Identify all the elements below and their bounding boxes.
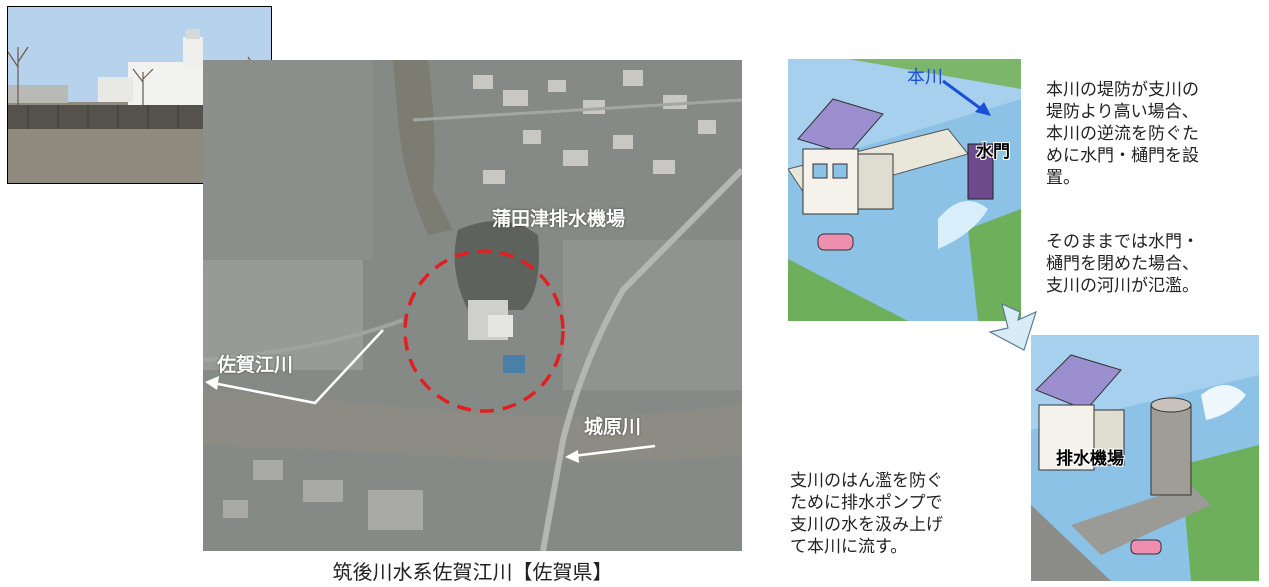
pump-explanation: 支川のはん濫を防ぐ ために排水ポンプで 支川の水を汲み上げ て本川に流す。: [790, 471, 943, 557]
label-pump-station: 蒲田津排水機場: [492, 208, 626, 230]
label-water-gate: 水門: [976, 142, 1010, 162]
gate-explanation: 本川の堤防が支川の 堤防より高い場合、 本川の逆流を防ぐた めに水門・樋門を設 …: [1046, 80, 1199, 188]
flood-explanation: そのままでは水門・ 樋門を閉めた場合、 支川の河川が氾濫。: [1046, 232, 1199, 296]
gate-illustration: 本川 水門: [788, 59, 1021, 321]
pump-station-illustration: 排水機場: [1031, 335, 1259, 581]
label-pump-station-illus: 排水機場: [1056, 449, 1124, 469]
callout-arrow-icon: [988, 302, 1037, 351]
aerial-caption: 筑後川水系佐賀江川【佐賀県】: [332, 560, 613, 584]
label-saga-egawa: 佐賀江川: [217, 354, 294, 376]
label-main-river: 本川: [907, 67, 943, 88]
aerial-photo: 蒲田津排水機場 佐賀江川 城原川: [203, 60, 742, 551]
label-jobaru-river: 城原川: [584, 416, 642, 438]
